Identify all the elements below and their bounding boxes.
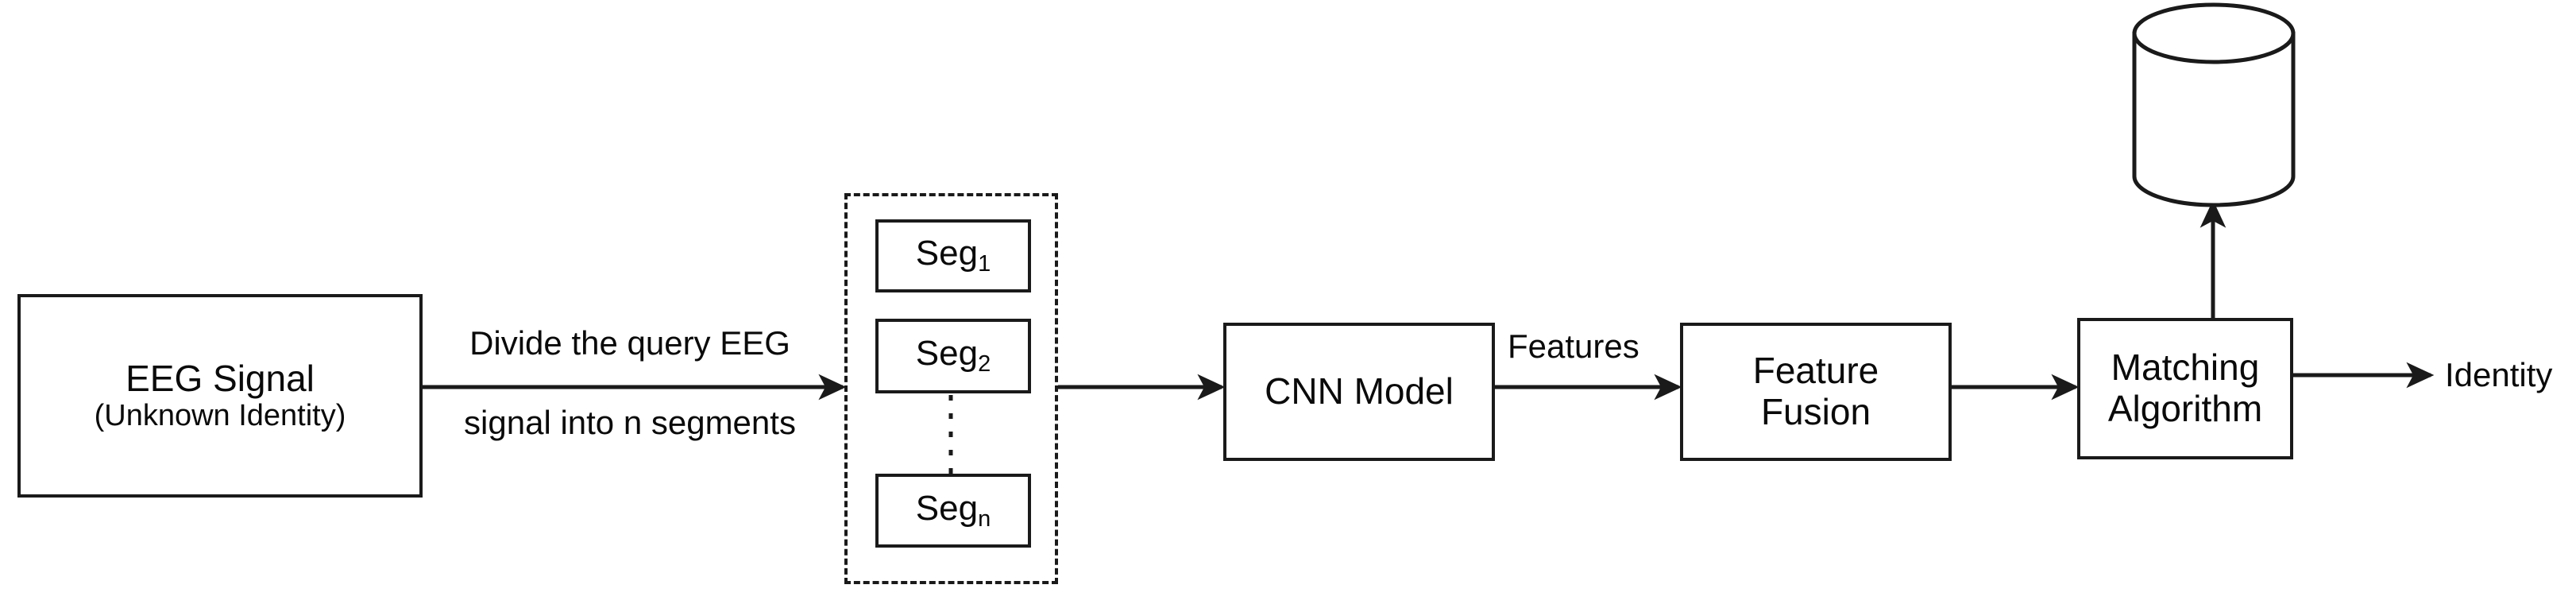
edge-label-features: Features [1508, 327, 1639, 365]
cnn-model-label: CNN Model [1265, 370, 1454, 412]
node-eeg-signal[interactable]: EEG Signal (Unknown Identity) [17, 294, 423, 498]
node-feature-fusion[interactable]: Feature Fusion [1680, 323, 1952, 461]
segment-box-2[interactable]: Seg2 [875, 319, 1031, 393]
node-matching-algorithm[interactable]: Matching Algorithm [2077, 318, 2293, 459]
node-cnn-model[interactable]: CNN Model [1223, 323, 1495, 461]
edge-label-divide-line1: Divide the query EEG [469, 324, 790, 362]
eeg-signal-subtitle: (Unknown Identity) [94, 399, 346, 433]
database-cylinder-icon [2132, 2, 2296, 207]
segment-label-1: Seg1 [915, 234, 991, 277]
feature-fusion-line2: Fusion [1760, 391, 1871, 432]
segment-label-n: Segn [915, 488, 991, 532]
output-label-identity: Identity [2445, 356, 2553, 393]
segment-box-1[interactable]: Seg1 [875, 219, 1031, 292]
eeg-signal-title: EEG Signal [126, 357, 315, 399]
segment-label-2: Seg2 [915, 334, 991, 378]
matching-algorithm-line1: Matching [2111, 347, 2260, 389]
feature-fusion-line1: Feature [1752, 350, 1879, 392]
segments-group-container [844, 193, 1058, 584]
segment-box-n[interactable]: Segn [875, 474, 1031, 548]
matching-algorithm-line2: Algorithm [2107, 388, 2263, 429]
edge-label-divide-line2: signal into n segments [464, 404, 796, 441]
